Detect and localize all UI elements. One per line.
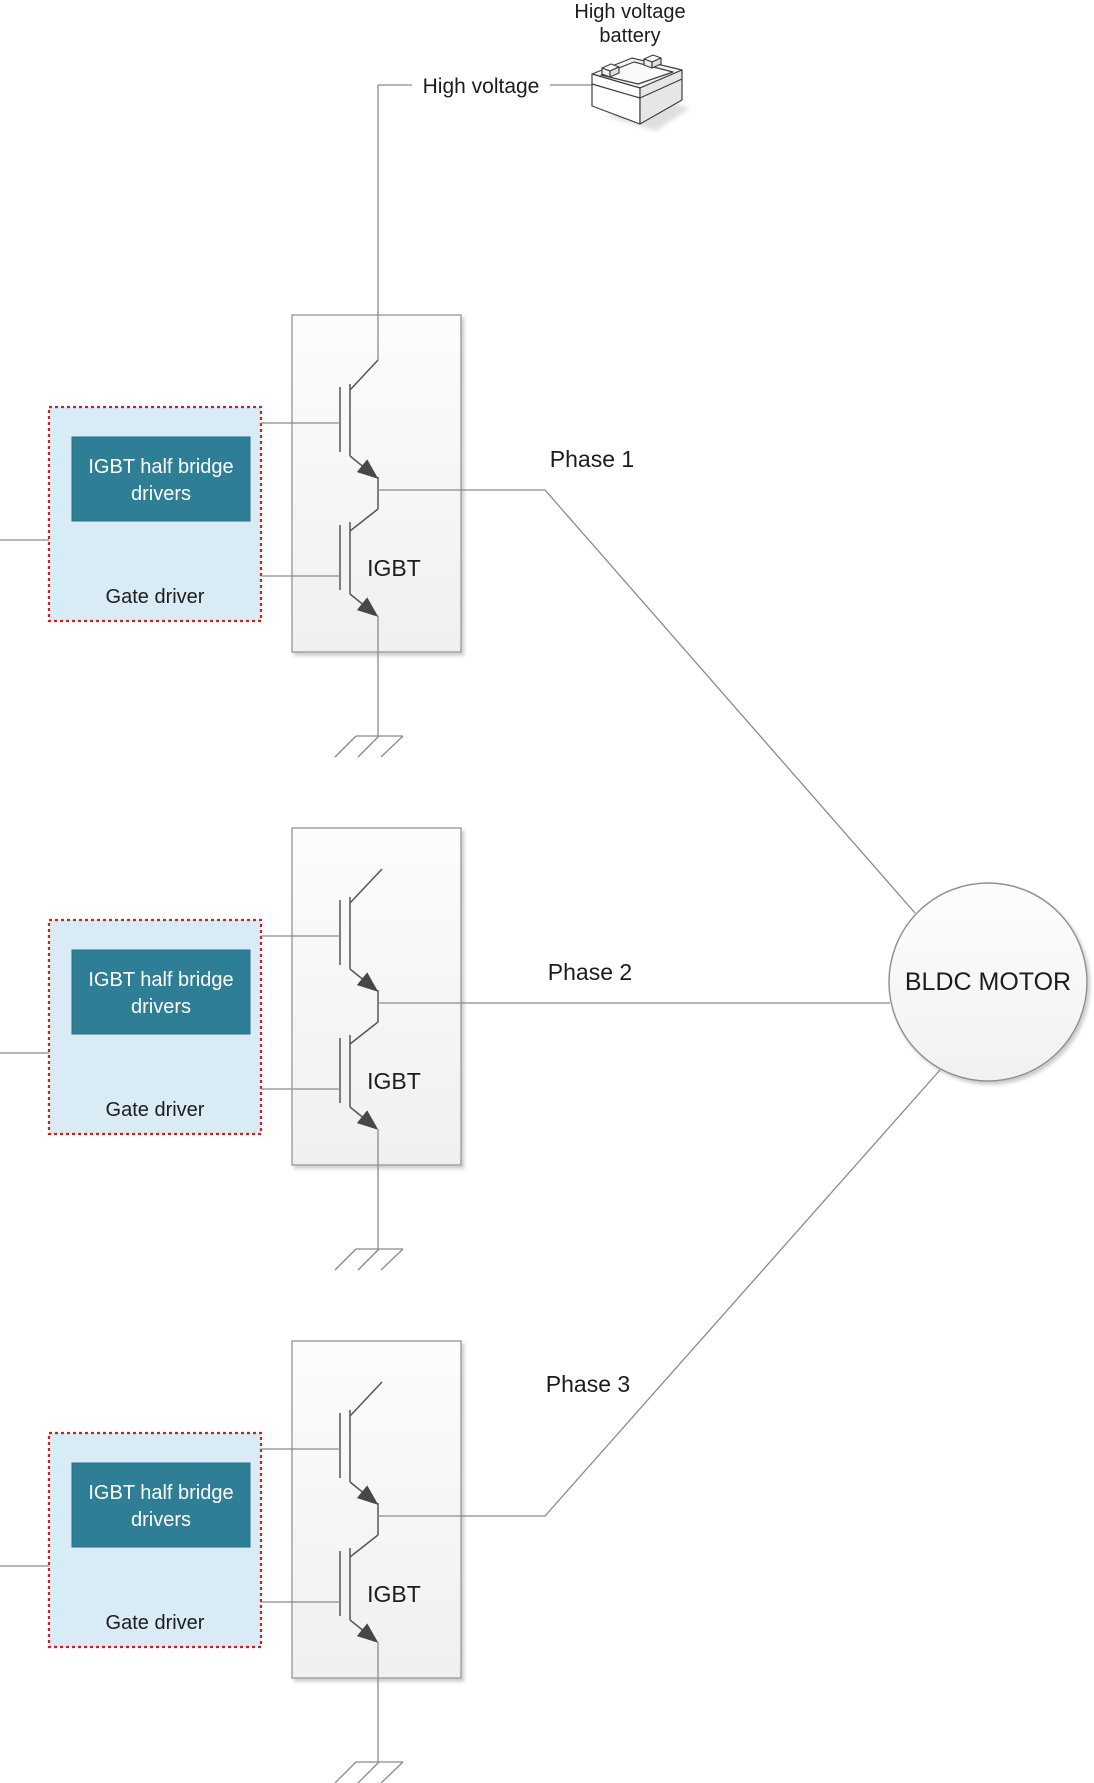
battery-group: High voltage battery <box>574 1 690 131</box>
battery-label-line1: High voltage <box>574 1 685 23</box>
phase2-label: Phase 2 <box>548 959 632 985</box>
ground-icon <box>334 735 404 758</box>
igbt-label: IGBT <box>367 1581 421 1607</box>
igbt-label: IGBT <box>367 1068 421 1094</box>
bldc-motor: BLDC MOTOR <box>888 882 1088 1082</box>
igbt-emitter-lead <box>349 968 379 992</box>
driver-ic-box <box>71 436 251 522</box>
inverter-leg-2: IGBT IGBT half bridge drivers Gate drive… <box>0 868 421 1271</box>
igbt-module-box-1 <box>291 314 462 653</box>
driver-ic-label-line1: IGBT half bridge <box>88 456 233 478</box>
bldc-motor-label: BLDC MOTOR <box>905 968 1071 996</box>
igbt-collector-lead <box>349 868 383 904</box>
igbt-emitter-lead <box>349 1481 379 1505</box>
igbt-half-bridge-symbol-3 <box>339 1381 383 1762</box>
gate-driver-label: Gate driver <box>106 1099 205 1121</box>
igbt-module-box-2 <box>291 827 462 1166</box>
battery-front-seam <box>591 83 641 99</box>
driver-ic-label-line2: drivers <box>131 483 191 505</box>
igbt-emitter-lead <box>349 1619 379 1643</box>
igbt-collector-lead <box>349 508 379 532</box>
igbt-emitter-lead <box>349 455 379 479</box>
inverter-leg-3: IGBT IGBT half bridge drivers Gate drive… <box>0 1381 421 1783</box>
gate-driver-label: Gate driver <box>106 586 205 608</box>
igbt-collector-lead <box>349 1021 379 1045</box>
battery-icon <box>591 54 690 131</box>
igbt-collector-lead <box>349 1381 383 1417</box>
high-voltage-label: High voltage <box>423 75 540 98</box>
igbt-emitter-lead <box>349 1106 379 1130</box>
driver-ic-box <box>71 949 251 1035</box>
ground-icon <box>334 1761 404 1783</box>
igbt-emitter-lead <box>349 593 379 617</box>
battery-terminal-right <box>643 54 662 69</box>
driver-ic-label-line2: drivers <box>131 996 191 1018</box>
bldc-motor-circle <box>888 882 1088 1082</box>
phase1-wire <box>378 489 916 914</box>
high-voltage-bus: High voltage <box>377 71 592 360</box>
igbt-half-bridge-symbol-1 <box>339 359 379 736</box>
battery-side-seam <box>639 78 683 99</box>
driver-ic-label-line1: IGBT half bridge <box>88 969 233 991</box>
driver-ic-label-line1: IGBT half bridge <box>88 1482 233 1504</box>
ground-icon <box>334 1248 404 1271</box>
phase-wires: Phase 1 Phase 2 Phase 3 <box>378 446 941 1517</box>
igbt-module-box-3 <box>291 1340 462 1679</box>
igbt-collector-lead <box>349 359 379 391</box>
phase3-wire <box>378 1069 941 1517</box>
igbt-collector-lead <box>349 1534 379 1558</box>
igbt-label: IGBT <box>367 555 421 581</box>
battery-terminal-left <box>601 63 620 78</box>
gate-driver-label: Gate driver <box>106 1612 205 1634</box>
driver-ic-label-line2: drivers <box>131 1509 191 1531</box>
driver-ic-box <box>71 1462 251 1548</box>
battery-lid-plate <box>600 61 674 85</box>
high-voltage-label-bg <box>412 71 550 98</box>
phase1-label: Phase 1 <box>550 446 634 472</box>
igbt-half-bridge-symbol-2 <box>339 868 383 1249</box>
inverter-leg-1: IGBT IGBT half bridge drivers Gate drive… <box>0 359 421 758</box>
battery-label-line2: battery <box>599 25 660 47</box>
phase3-label: Phase 3 <box>546 1371 630 1397</box>
